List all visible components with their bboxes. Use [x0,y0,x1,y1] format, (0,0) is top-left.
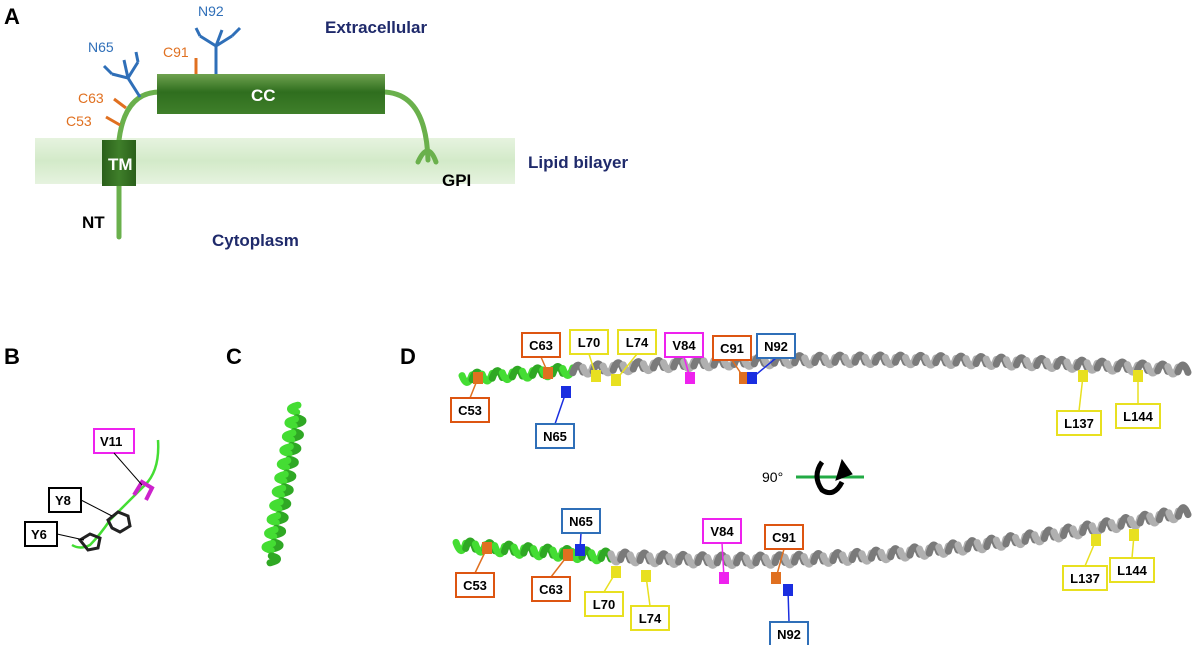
residue-top-n65: N65 [535,386,575,449]
label-top-v84: V84 [672,338,696,353]
label-top-c53: C53 [458,403,482,418]
y6-box: Y6 [24,521,85,547]
y8-box: Y8 [48,487,113,517]
label-top-l70: L70 [578,335,600,350]
label-bottom-c53: C53 [463,578,487,593]
site-n92: N92 [198,3,224,19]
rotation-label: 90° [762,469,783,485]
b-y6-label: Y6 [31,527,47,542]
label-bottom-n92: N92 [777,627,801,642]
label-bottom-l144: L144 [1117,563,1147,578]
site-c63: C63 [78,90,104,106]
residue-top-l144: L144 [1115,370,1161,429]
residue-top-c91: C91 [712,335,752,384]
v11-box: V11 [93,428,143,486]
tm-domain [102,140,136,186]
nt-label: NT [82,213,105,232]
residue-bottom-l137: L137 [1062,534,1108,591]
residue-bottom-n65: N65 [561,508,601,556]
residue-top-n92: N92 [747,333,796,384]
label-bottom-n65: N65 [569,514,593,529]
cc-domain [157,74,385,114]
label-top-n92: N92 [764,339,788,354]
site-n65: N65 [88,39,114,55]
peptide-b-backbone [71,439,160,549]
label-bottom-v84: V84 [710,524,734,539]
gpi-label: GPI [442,171,471,190]
residue-top-l74: L74 [611,329,657,386]
panel-letter-b: B [4,344,20,369]
label-top-c91: C91 [720,341,744,356]
residue-bottom-l70: L70 [584,566,624,617]
panel-letter-d: D [400,344,416,369]
label-top-l144: L144 [1123,409,1153,424]
label-top-c63: C63 [529,338,553,353]
label-bottom-l70: L70 [593,597,615,612]
b-v11-label: V11 [100,434,122,449]
residue-top-l70: L70 [569,329,609,382]
residue-bottom-v84: V84 [702,518,742,584]
cc-label: CC [251,86,276,105]
label-bottom-l74: L74 [639,611,662,626]
residue-bottom-n92: N92 [769,584,809,645]
glycan-icon [194,26,242,74]
label-top-n65: N65 [543,429,567,444]
residue-bottom-l144: L144 [1109,529,1155,583]
residue-top-l137: L137 [1056,370,1102,436]
residue-bottom-c63: C63 [531,549,573,602]
site-c53: C53 [66,113,92,129]
residue-bottom-c53: C53 [455,542,495,598]
label-bottom-l137: L137 [1070,571,1100,586]
glycan-icon [102,51,142,98]
cytoplasm-label: Cytoplasm [212,231,299,250]
residue-top-c53: C53 [450,372,490,423]
tyrosine-residues [77,510,132,552]
lipid-bilayer-label: Lipid bilayer [528,153,629,172]
rotation-arrow-icon [814,458,853,496]
site-c91: C91 [163,44,189,60]
panel-letter-a: A [4,4,20,29]
panel-letter-c: C [226,344,242,369]
label-bottom-c63: C63 [539,582,563,597]
label-bottom-c91: C91 [772,530,796,545]
cc-helix-bottom [452,504,1192,570]
residue-bottom-l74: L74 [630,570,670,631]
label-top-l137: L137 [1064,416,1094,431]
protein-backbone [116,89,439,240]
residue-bottom-c91: C91 [764,524,804,584]
residue-top-v84: V84 [664,332,704,384]
cysteine-ticks [105,58,198,127]
v11-residue [132,479,155,501]
tm-helix-c [261,401,307,567]
b-y8-label: Y8 [55,493,71,508]
residue-top-c63: C63 [521,332,561,379]
extracellular-label: Extracellular [325,18,427,37]
tm-label: TM [108,155,133,174]
label-top-l74: L74 [626,335,649,350]
